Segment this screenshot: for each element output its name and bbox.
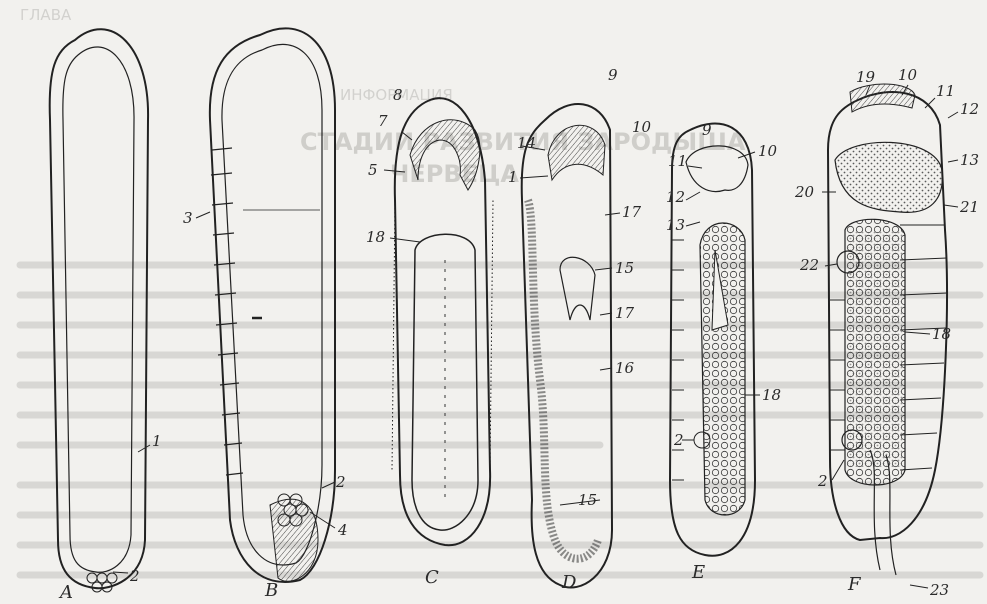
panel-label-b: B — [264, 580, 278, 600]
panel-b-segments — [211, 148, 320, 475]
label-b-3: 3 — [183, 209, 193, 227]
label-e-18: 18 — [762, 386, 781, 404]
label-e-13: 13 — [666, 216, 685, 234]
label-d-15a: 15 — [615, 259, 634, 277]
label-d-10: 10 — [632, 118, 652, 136]
label-b-4: 4 — [337, 521, 348, 539]
panel-a-embryo — [50, 29, 150, 592]
label-f-18: 18 — [932, 325, 951, 343]
panel-label-c: C — [425, 567, 439, 588]
panel-label-d: D — [561, 572, 577, 593]
label-b-2: 2 — [335, 473, 346, 491]
label-c-7: 7 — [378, 112, 388, 130]
label-a-2: 2 — [129, 567, 140, 585]
label-c-8: 8 — [393, 86, 403, 104]
panel-label-a: A — [58, 582, 73, 600]
bleed-through-text: СТАДИИ РАЗВИТИЯ ЗАРОДЫША ЧЕРВЕЦА ГЛАВА И… — [20, 6, 980, 575]
label-d-14: 14 — [517, 134, 536, 152]
label-d-15b: 15 — [578, 491, 597, 509]
label-d-17a: 17 — [622, 203, 642, 221]
ghost-small-line-1: ГЛАВА — [20, 6, 72, 24]
label-a-1: 1 — [152, 432, 162, 450]
panel-label-e: E — [691, 562, 705, 583]
label-f-10: 10 — [898, 66, 918, 84]
label-e-9: 9 — [702, 121, 712, 139]
label-e-10: 10 — [758, 142, 778, 160]
label-e-12: 12 — [666, 188, 685, 206]
label-f-23: 23 — [929, 581, 949, 599]
label-f-19: 19 — [856, 68, 876, 86]
label-d-1: 1 — [508, 168, 518, 186]
label-d-9: 9 — [608, 66, 618, 84]
label-f-11: 11 — [936, 82, 955, 100]
label-d-17b: 17 — [615, 304, 635, 322]
ghost-title-line-2: ЧЕРВЕЦА — [390, 160, 519, 188]
label-f-13: 13 — [960, 151, 979, 169]
label-f-21: 21 — [959, 198, 979, 216]
label-c-5: 5 — [368, 161, 378, 179]
label-f-22: 22 — [799, 256, 819, 274]
label-d-16: 16 — [615, 359, 635, 377]
label-f-20: 20 — [794, 183, 815, 201]
label-c-18: 18 — [366, 228, 385, 246]
panel-b-embryo — [196, 28, 335, 582]
label-f-12: 12 — [960, 100, 979, 118]
label-e-11: 11 — [668, 152, 687, 170]
label-e-2: 2 — [673, 431, 684, 449]
label-f-2: 2 — [817, 472, 828, 490]
panel-label-f: F — [847, 574, 862, 595]
